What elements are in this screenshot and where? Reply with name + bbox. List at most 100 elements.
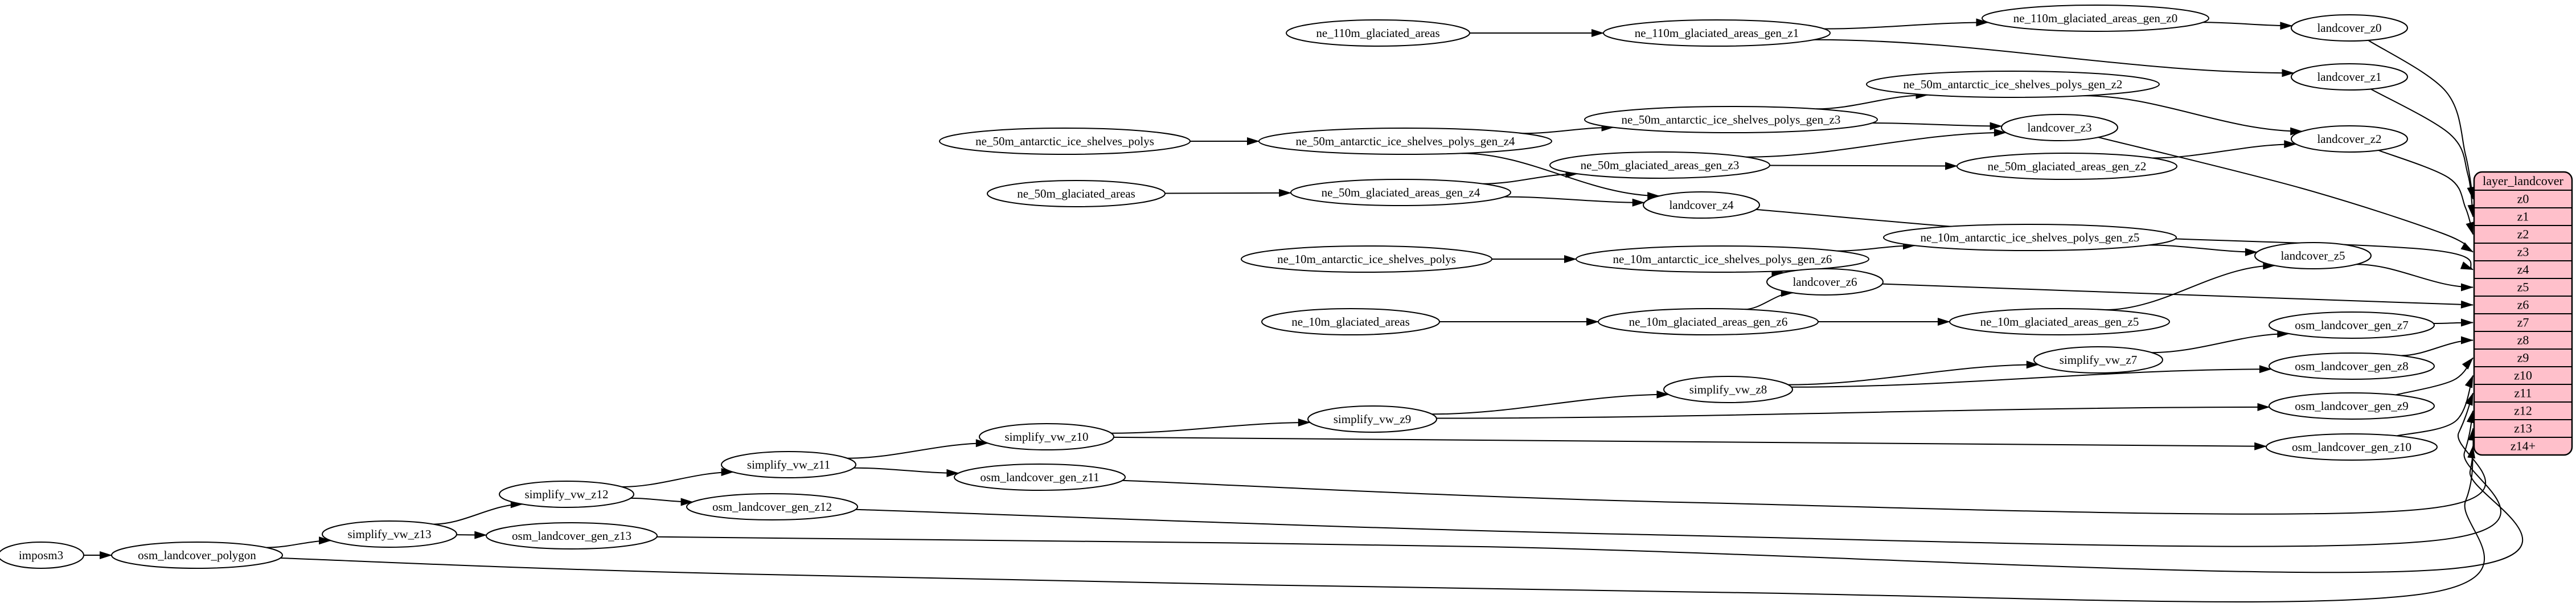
- node-landcover_z1: landcover_z1: [2291, 63, 2408, 91]
- node-simplify_vw_z7: simplify_vw_z7: [2033, 346, 2163, 374]
- node-landcover_z2-label: landcover_z2: [2317, 132, 2381, 146]
- edge-ne_50m_glaciated_areas-to-ne_50m_glaciated_areas_gen_z4: [1164, 188, 1292, 197]
- node-osm_landcover_gen_z8-label: osm_landcover_gen_z8: [2295, 359, 2408, 373]
- edge-simplify_vw_z9-to-osm_landcover_gen_z9: [1436, 403, 2270, 419]
- edge-osm_landcover_gen_z11-to-layer_landcover-z11: [1122, 392, 2487, 515]
- node-simplify_vw_z10-label: simplify_vw_z10: [1005, 430, 1089, 444]
- node-ne_110m_glaciated_areas_gen_z0: ne_110m_glaciated_areas_gen_z0: [1982, 5, 2209, 32]
- node-osm_landcover_gen_z8-shape: [2269, 352, 2435, 380]
- nodes-layer: ne_110m_glaciated_areas ne_110m_glaciated…: [0, 5, 2438, 569]
- node-landcover_z0-shape: [2291, 14, 2408, 42]
- node-ne_50m_antarctic_ice_shelves_polys_gen_z3-label: ne_50m_antarctic_ice_shelves_polys_gen_z…: [1622, 113, 1841, 126]
- node-osm_landcover_gen_z9-shape: [2269, 392, 2435, 420]
- node-ne_10m_glaciated_areas_gen_z5-label: ne_10m_glaciated_areas_gen_z5: [1980, 315, 2139, 329]
- node-ne_10m_antarctic_ice_shelves_polys_gen_z5-label: ne_10m_antarctic_ice_shelves_polys_gen_z…: [1921, 231, 2140, 244]
- edge-simplify_vw_z9-to-simplify_vw_z8: [1431, 390, 1670, 415]
- node-simplify_vw_z13-shape: [322, 520, 457, 548]
- table-row-z12-label: z12: [2514, 404, 2532, 418]
- node-simplify_vw_z8-label: simplify_vw_z8: [1689, 383, 1767, 396]
- node-landcover_z0: landcover_z0: [2291, 14, 2408, 42]
- node-osm_landcover_gen_z10-shape: [2266, 433, 2438, 461]
- node-landcover_z3-label: landcover_z3: [2027, 121, 2091, 134]
- edge-osm_landcover_gen_z10-to-layer_landcover-z10: [2396, 375, 2474, 437]
- node-imposm3: imposm3: [0, 542, 84, 569]
- node-ne_50m_antarctic_ice_shelves_polys_gen_z3: ne_50m_antarctic_ice_shelves_polys_gen_z…: [1584, 106, 1878, 133]
- edge-landcover_z4-to-layer_landcover-z4: [1755, 208, 2474, 270]
- node-simplify_vw_z11: simplify_vw_z11: [721, 451, 856, 478]
- node-ne_50m_antarctic_ice_shelves_polys_gen_z2-label: ne_50m_antarctic_ice_shelves_polys_gen_z…: [1904, 77, 2123, 91]
- table-layer: layer_landcoverz0z1z2z3z4z5z6z7z8z9z10z1…: [2473, 171, 2573, 456]
- edge-ne_110m_glaciated_areas_gen_z0-to-landcover_z0: [2202, 22, 2293, 30]
- edge-ne_50m_antarctic_ice_shelves_polys_gen_z4-to-ne_50m_antarctic_ice_shelves_polys_gen_z3: [1523, 123, 1614, 134]
- edge-osm_landcover_polygon-to-layer_landcover-z14+: [280, 445, 2485, 602]
- table-row-z2-label: z2: [2517, 227, 2529, 241]
- edge-simplify_vw_z10-to-simplify_vw_z9: [1111, 418, 1311, 434]
- edge-simplify_vw_z12-to-osm_landcover_gen_z12: [630, 497, 694, 506]
- node-ne_50m_glaciated_areas_gen_z4-shape: [1290, 179, 1511, 206]
- edge-ne_50m_glaciated_areas_gen_z2-to-landcover_z2: [2152, 140, 2297, 159]
- edge-ne_50m_antarctic_ice_shelves_polys_gen_z3-to-landcover_z3: [1872, 122, 2003, 130]
- table-row-z8-label: z8: [2517, 333, 2529, 347]
- edge-osm_landcover_gen_z7-to-layer_landcover-z7: [2433, 318, 2474, 327]
- node-simplify_vw_z8: simplify_vw_z8: [1663, 376, 1793, 403]
- edge-ne_10m_antarctic_ice_shelves_polys_gen_z5-to-landcover_z5: [2148, 244, 2258, 256]
- node-ne_50m_glaciated_areas_gen_z4: ne_50m_glaciated_areas_gen_z4: [1290, 179, 1511, 206]
- node-landcover_z5-label: landcover_z5: [2280, 249, 2345, 263]
- node-osm_landcover_polygon-shape: [111, 542, 283, 569]
- node-ne_50m_antarctic_ice_shelves_polys-label: ne_50m_antarctic_ice_shelves_polys: [975, 134, 1154, 148]
- edge-osm_landcover_gen_z12-to-layer_landcover-z12: [855, 410, 2501, 547]
- node-simplify_vw_z11-label: simplify_vw_z11: [747, 458, 830, 471]
- node-ne_110m_glaciated_areas_gen_z0-label: ne_110m_glaciated_areas_gen_z0: [2013, 11, 2177, 25]
- node-simplify_vw_z13-label: simplify_vw_z13: [348, 527, 432, 541]
- node-osm_landcover_gen_z13: osm_landcover_gen_z13: [486, 522, 658, 550]
- node-ne_10m_glaciated_areas-label: ne_10m_glaciated_areas: [1291, 315, 1410, 329]
- node-ne_10m_glaciated_areas-shape: [1261, 308, 1440, 335]
- node-ne_10m_glaciated_areas_gen_z6-label: ne_10m_glaciated_areas_gen_z6: [1629, 315, 1788, 329]
- node-osm_landcover_gen_z13-label: osm_landcover_gen_z13: [512, 529, 631, 543]
- node-ne_50m_antarctic_ice_shelves_polys_gen_z4-label: ne_50m_antarctic_ice_shelves_polys_gen_z…: [1296, 134, 1515, 148]
- table-row-z10-label: z10: [2514, 368, 2532, 383]
- table-row-z13-label: z13: [2514, 421, 2532, 436]
- node-ne_10m_antarctic_ice_shelves_polys-shape: [1241, 245, 1492, 273]
- node-landcover_z4-label: landcover_z4: [1669, 198, 1734, 212]
- node-simplify_vw_z10: simplify_vw_z10: [979, 423, 1114, 450]
- table-row-z6-label: z6: [2517, 298, 2529, 312]
- node-ne_10m_antarctic_ice_shelves_polys_gen_z5-shape: [1883, 224, 2177, 251]
- node-simplify_vw_z12-shape: [499, 481, 634, 508]
- node-landcover_z3-shape: [2001, 114, 2118, 141]
- node-osm_landcover_gen_z7-label: osm_landcover_gen_z7: [2295, 318, 2408, 332]
- node-landcover_z2: landcover_z2: [2291, 125, 2408, 153]
- node-ne_50m_glaciated_areas_gen_z3: ne_50m_glaciated_areas_gen_z3: [1549, 151, 1770, 179]
- node-landcover_z6-shape: [1766, 268, 1884, 296]
- node-simplify_vw_z8-shape: [1663, 376, 1793, 403]
- node-osm_landcover_gen_z12-shape: [686, 493, 858, 520]
- table-row-z7-label: z7: [2517, 315, 2529, 330]
- table-row-z11-label: z11: [2515, 386, 2532, 400]
- node-ne_10m_glaciated_areas_gen_z6-shape: [1598, 308, 1819, 335]
- edge-simplify_vw_z13-to-simplify_vw_z12: [433, 500, 523, 525]
- node-osm_landcover_gen_z12-label: osm_landcover_gen_z12: [712, 500, 832, 514]
- node-ne_110m_glaciated_areas-label: ne_110m_glaciated_areas: [1316, 26, 1439, 40]
- node-landcover_z4-shape: [1643, 191, 1760, 219]
- edge-simplify_vw_z10-to-osm_landcover_gen_z10: [1113, 436, 2267, 450]
- node-ne_50m_antarctic_ice_shelves_polys_gen_z2: ne_50m_antarctic_ice_shelves_polys_gen_z…: [1866, 71, 2160, 98]
- node-simplify_vw_z9-label: simplify_vw_z9: [1334, 412, 1412, 426]
- node-osm_landcover_gen_z11-shape: [954, 464, 1126, 491]
- node-osm_landcover_gen_z13-shape: [486, 522, 658, 550]
- node-ne_10m_antarctic_ice_shelves_polys_gen_z6-label: ne_10m_antarctic_ice_shelves_polys_gen_z…: [1613, 252, 1832, 266]
- node-imposm3-label: imposm3: [19, 548, 63, 562]
- edge-landcover_z2-to-layer_landcover-z2: [2378, 149, 2474, 235]
- node-landcover_z6: landcover_z6: [1766, 268, 1884, 296]
- edge-simplify_vw_z11-to-simplify_vw_z10: [847, 439, 988, 459]
- node-ne_50m_antarctic_ice_shelves_polys_gen_z3-shape: [1584, 106, 1878, 133]
- edge-ne_10m_glaciated_areas_gen_z5-to-landcover_z5: [2105, 261, 2276, 311]
- node-ne_110m_glaciated_areas_gen_z1-shape: [1603, 19, 1831, 47]
- node-osm_landcover_gen_z11: osm_landcover_gen_z11: [954, 464, 1126, 491]
- edge-ne_10m_glaciated_areas_gen_z6-to-landcover_z6: [1744, 289, 1794, 310]
- edge-ne_50m_antarctic_ice_shelves_polys_gen_z3-to-ne_50m_antarctic_ice_shelves_polys_gen_z2: [1816, 91, 1929, 110]
- edge-osm_landcover_gen_z8-to-layer_landcover-z8: [2401, 336, 2474, 356]
- node-ne_10m_glaciated_areas_gen_z5: ne_10m_glaciated_areas_gen_z5: [1949, 308, 2170, 335]
- node-ne_50m_antarctic_ice_shelves_polys: ne_50m_antarctic_ice_shelves_polys: [939, 128, 1191, 155]
- table-row-z5-label: z5: [2517, 280, 2529, 294]
